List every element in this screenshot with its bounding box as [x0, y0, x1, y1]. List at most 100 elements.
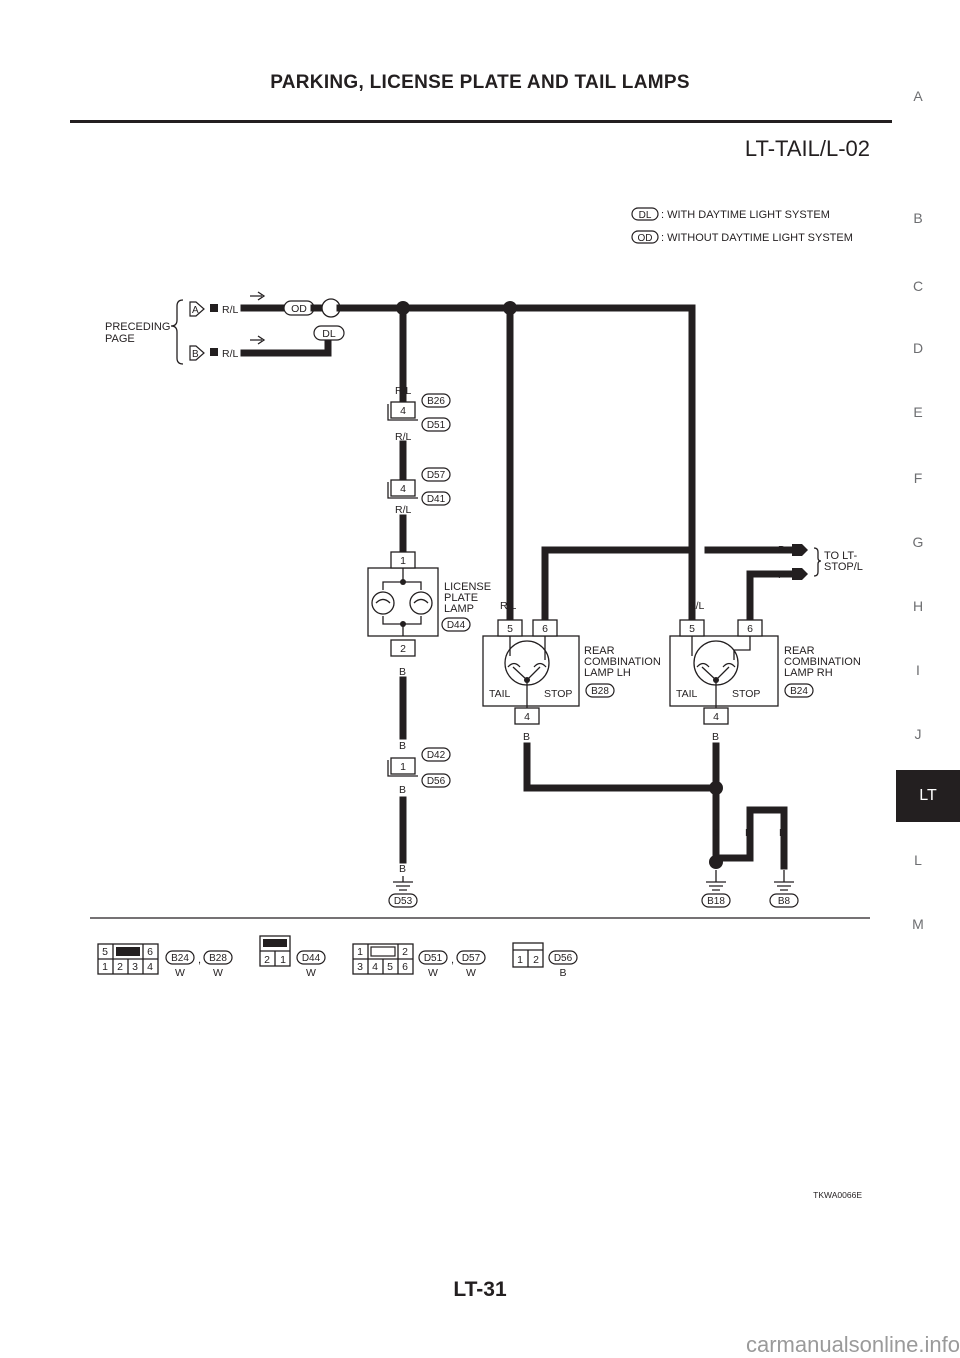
license-lamp-node-bottom	[400, 621, 406, 627]
ground-b18-icon	[706, 870, 726, 891]
key-c1-pin: 2	[117, 961, 123, 973]
legend: DL : WITH DAYTIME LIGHT SYSTEM OD : WITH…	[631, 207, 853, 244]
side-tab-i[interactable]: I	[916, 662, 920, 678]
key-c2-lock	[263, 939, 287, 947]
key-c2-pin: 1	[280, 954, 286, 966]
side-tab-c[interactable]: C	[912, 278, 924, 294]
key-c3-lock	[370, 946, 396, 957]
side-tab-g[interactable]: G	[912, 534, 924, 550]
legend-dl-tag: DL	[639, 210, 652, 221]
side-index: A B C D E F G H I J LT L M	[896, 0, 960, 1358]
license-bulb-left-filament	[375, 598, 391, 604]
flow-arrow-b	[250, 335, 266, 345]
side-tab-e[interactable]: E	[913, 404, 923, 420]
to-stop-label-1: TO LT-	[824, 550, 858, 562]
license-bulb-right-filament	[413, 598, 429, 604]
license-bulb-left-icon	[371, 591, 395, 615]
key-c4-tag: D56	[554, 953, 573, 964]
pin-d42-1-num: 1	[400, 761, 406, 773]
legend-dl-text: : WITH DAYTIME LIGHT SYSTEM	[661, 209, 830, 221]
dl-tag: DL	[322, 328, 336, 340]
ground-d53-icon	[393, 876, 413, 891]
wire-label-b: R/L	[222, 348, 239, 360]
conn-d53-shape	[388, 893, 418, 908]
license-lamp-internal	[382, 568, 422, 636]
pin-b28-4	[514, 707, 540, 725]
wire-label-b-4: B	[399, 863, 406, 875]
key-c3-color-2: W	[466, 967, 476, 979]
side-tab-f[interactable]: F	[913, 470, 923, 486]
pin-d44-2-num: 2	[400, 643, 406, 655]
side-tab-d[interactable]: D	[912, 340, 924, 356]
conn-d56-shape	[421, 773, 451, 788]
pin-b26-4-num: 4	[400, 405, 406, 417]
conn-b26: B26	[427, 396, 445, 407]
pin-b24-4-num: 4	[713, 711, 719, 723]
key-c2-tag: D44	[302, 953, 321, 964]
wire-label-rh-b: B	[712, 731, 719, 743]
key-c4-pin: 1	[517, 954, 523, 966]
side-tab-j[interactable]: J	[914, 726, 922, 742]
rear-lh-filaments	[507, 636, 547, 710]
figure-id: TKWA0066E	[813, 1190, 862, 1200]
key-c1-color-2: W	[213, 967, 223, 979]
side-tab-a[interactable]: A	[913, 88, 923, 104]
wire-label-lh-b: B	[523, 731, 530, 743]
key-c3-tag-2: D57	[462, 953, 481, 964]
key-c3-tag-2-shape	[456, 950, 486, 965]
conn-d42-shape	[421, 747, 451, 762]
key-c4-color: B	[559, 967, 566, 979]
pin-d44-1-num: 1	[400, 555, 406, 567]
wire-b-to-dl	[240, 338, 332, 357]
wire-label-p-top: P	[778, 544, 785, 556]
rear-rh-node	[713, 677, 719, 683]
splice-1	[396, 301, 410, 315]
pin-d57-4	[390, 479, 416, 497]
rear-lh-tail-label: TAIL	[489, 688, 511, 700]
wire-label-rl-1: R/L	[395, 385, 412, 397]
key-c2-tag-shape	[296, 950, 326, 965]
rear-lh-node	[524, 677, 530, 683]
connector-d57-bracket	[387, 482, 418, 499]
rear-rh-tail-label: TAIL	[676, 688, 698, 700]
preceding-label-line2: PAGE	[105, 333, 135, 345]
pin-d44-2	[390, 639, 416, 657]
preceding-page-section: PRECEDING PAGE A R/L B R/L OD DL	[105, 291, 696, 622]
side-tab-m[interactable]: M	[912, 916, 924, 932]
preceding-label-line1: PRECEDING	[105, 321, 170, 333]
wire-label-rl-3: R/L	[395, 504, 412, 516]
wire-label-p-bottom: P	[778, 569, 785, 581]
ground-b8-icon	[774, 870, 794, 891]
key-c1-pin: 6	[147, 946, 153, 958]
side-tab-lt-active[interactable]: LT	[896, 770, 960, 822]
key-c1-tag-1: B24	[171, 953, 189, 964]
rear-rh-label-1: REAR	[784, 645, 815, 657]
side-tab-h[interactable]: H	[912, 598, 924, 614]
conn-d51: D51	[427, 420, 446, 431]
key-c3-pin: 3	[357, 961, 363, 973]
conn-b24-shape	[784, 683, 814, 698]
key-c1-pin: 5	[102, 946, 108, 958]
rear-rh-filaments	[691, 636, 751, 710]
pin-b28-5-num: 5	[507, 623, 513, 635]
conn-b8-shape	[769, 893, 799, 908]
side-tab-l[interactable]: L	[914, 852, 922, 868]
rear-lamp-rh-branch: R/L P P P TO LT- STOP/L 5 6 TAIL STOP 4 …	[669, 544, 863, 908]
conn-d57-shape	[421, 467, 451, 482]
conn-b18: B18	[707, 896, 725, 907]
license-lamp-label-1: LICENSE	[444, 581, 491, 593]
key-c1-tag-2: B28	[209, 953, 227, 964]
wire-b-to-b8	[718, 806, 788, 870]
key-c1-pin: 4	[147, 961, 153, 973]
side-tab-b[interactable]: B	[913, 210, 923, 226]
diagram-code: LT-TAIL/L-02	[744, 136, 870, 161]
preceding-brace	[170, 299, 184, 365]
pin-b28-6-num: 6	[542, 623, 548, 635]
key-c4-pin: 2	[533, 954, 539, 966]
to-stop-brace	[813, 547, 822, 577]
conn-d42: D42	[427, 750, 446, 761]
pin-d57-4-num: 4	[400, 483, 406, 495]
license-lamp-label-3: LAMP	[444, 603, 474, 615]
license-lamp-label-2: PLATE	[444, 592, 478, 604]
rear-lh-label-2: COMBINATION	[584, 656, 661, 668]
